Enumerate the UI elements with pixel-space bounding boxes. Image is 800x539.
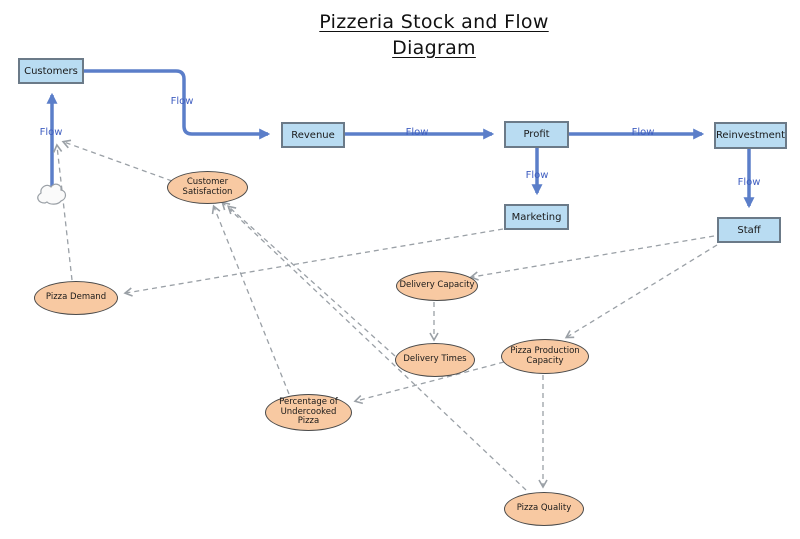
causal-link-times-satisfaction[interactable]: [227, 205, 396, 357]
variable-delivery-capacity[interactable]: Delivery Capacity: [396, 271, 478, 301]
variable-pizza-demand[interactable]: Pizza Demand: [34, 281, 118, 315]
variable-pizza-production-capacity[interactable]: Pizza Production Capacity: [501, 339, 589, 374]
stock-profit[interactable]: Profit: [504, 121, 569, 148]
flow-label-revenue-profit: Flow: [405, 127, 429, 138]
cloud-source-icon: [37, 183, 67, 205]
flow-label-profit-reinvestment: Flow: [631, 127, 655, 138]
causal-link-production-undercooked[interactable]: [353, 361, 505, 405]
flow-label-reinvestment-staff: Flow: [737, 177, 761, 188]
causal-link-demand-flow[interactable]: [52, 143, 73, 281]
title-line-2: Diagram: [392, 36, 476, 59]
variable-delivery-times[interactable]: Delivery Times: [395, 343, 475, 377]
stock-reinvestment[interactable]: Reinvestment: [714, 122, 787, 149]
stock-customers[interactable]: Customers: [18, 58, 84, 84]
stock-marketing[interactable]: Marketing: [504, 204, 569, 230]
variable-customer-satisfaction[interactable]: Customer Satisfaction: [167, 171, 248, 204]
causal-link-quality-satisfaction[interactable]: [221, 201, 527, 491]
flow-pipe-customers-revenue[interactable]: [84, 69, 271, 140]
stock-staff[interactable]: Staff: [717, 217, 781, 243]
flow-label-cloud-customers: Flow: [39, 127, 63, 138]
causal-link-staff-delivery-capacity[interactable]: [469, 235, 715, 281]
flow-label-profit-marketing: Flow: [525, 170, 549, 181]
title-line-1: Pizzeria Stock and Flow: [319, 11, 549, 33]
causal-link-marketing-demand[interactable]: [123, 228, 504, 297]
variable-percentage-undercooked[interactable]: Percentage of Undercooked Pizza: [265, 394, 352, 431]
causal-link-satisfaction-flow[interactable]: [61, 139, 173, 182]
flow-label-customers-revenue: Flow: [170, 96, 194, 107]
variable-pizza-quality[interactable]: Pizza Quality: [504, 492, 584, 526]
causal-link-undercooked-satisfaction[interactable]: [211, 204, 290, 395]
stock-revenue[interactable]: Revenue: [281, 122, 345, 148]
causal-link-staff-production[interactable]: [564, 244, 718, 339]
page-title: Pizzeria Stock and Flow Diagram: [254, 10, 614, 61]
